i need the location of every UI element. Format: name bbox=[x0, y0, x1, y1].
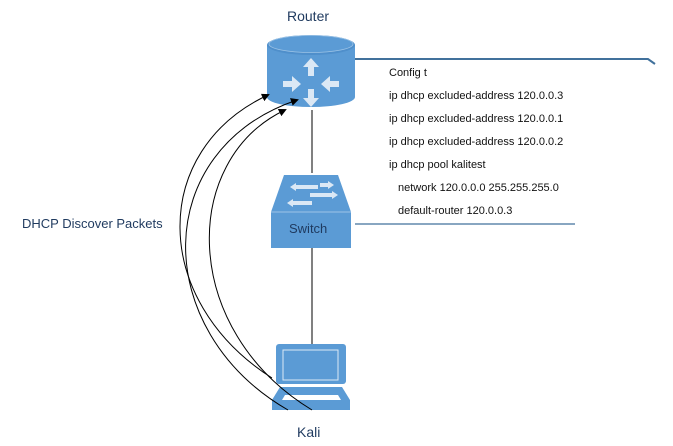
kali-label: Kali bbox=[297, 424, 321, 440]
config-line: Config t bbox=[389, 67, 427, 79]
config-line: ip dhcp excluded-address 120.0.0.1 bbox=[389, 113, 564, 125]
config-line: default-router 120.0.0.3 bbox=[398, 205, 513, 217]
switch-label: Switch bbox=[289, 221, 328, 236]
router-label: Router bbox=[287, 8, 330, 24]
dhcp-arrow-2 bbox=[185, 98, 299, 411]
switch-icon[interactable] bbox=[271, 175, 351, 248]
laptop-icon[interactable] bbox=[272, 344, 350, 410]
dhcp-arrow-3 bbox=[208, 108, 313, 411]
dhcp-arrow-1 bbox=[179, 93, 273, 379]
config-top-connector bbox=[350, 58, 656, 65]
config-line: ip dhcp excluded-address 120.0.0.3 bbox=[389, 90, 564, 102]
dhcp-discover-label: DHCP Discover Packets bbox=[22, 216, 163, 231]
config-line: ip dhcp pool kalitest bbox=[389, 159, 486, 171]
config-line: ip dhcp excluded-address 120.0.0.2 bbox=[389, 136, 564, 148]
dhcp-discover-arrows bbox=[179, 93, 313, 411]
router-icon[interactable] bbox=[267, 35, 355, 107]
config-line: network 120.0.0.0 255.255.255.0 bbox=[398, 182, 559, 194]
